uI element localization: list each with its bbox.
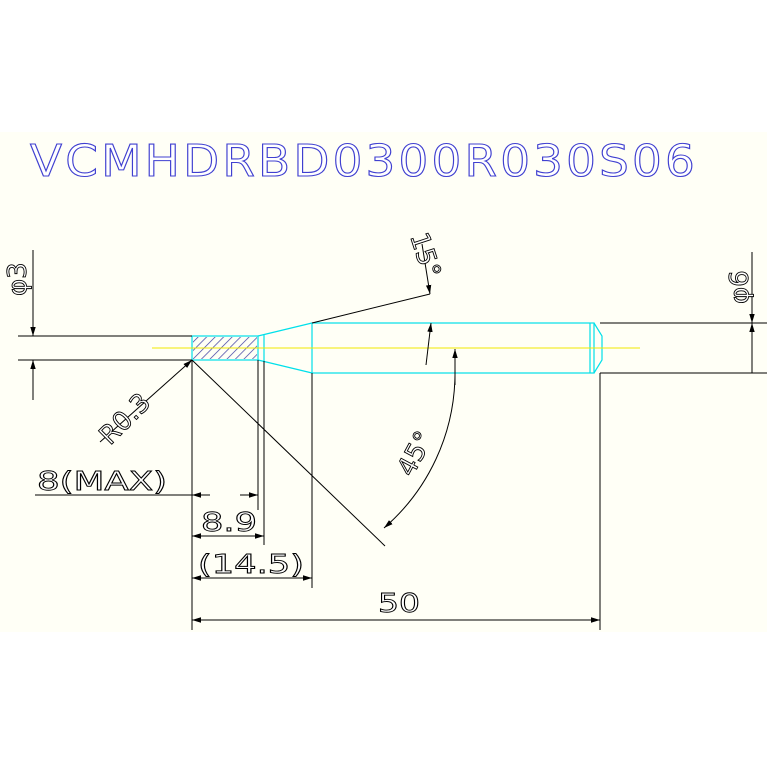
shank-dia-label: φ6 <box>725 270 755 304</box>
neck-length-label: (14.5) <box>198 550 304 580</box>
flute-length-max-dimension: 8(MAX) <box>35 467 258 498</box>
part-number-title: VCMHDRBD0300R030S06 <box>30 136 698 187</box>
overall-length-label: 50 <box>378 589 420 619</box>
flute-length-max-label: 8(MAX) <box>37 467 167 497</box>
tip-dia-label: φ3 <box>3 262 33 296</box>
shank-dia-dimension: φ6 <box>725 252 755 373</box>
shank-extension-lines <box>600 322 767 374</box>
neck-length-dimension: (14.5) <box>192 550 312 581</box>
paper-background <box>0 132 767 632</box>
overall-length-dimension: 50 <box>192 589 600 623</box>
flute-length-dimension: 8.9 <box>192 508 264 539</box>
flute-length-label: 8.9 <box>201 508 257 538</box>
tip-dia-dimension: φ3 <box>3 250 192 400</box>
